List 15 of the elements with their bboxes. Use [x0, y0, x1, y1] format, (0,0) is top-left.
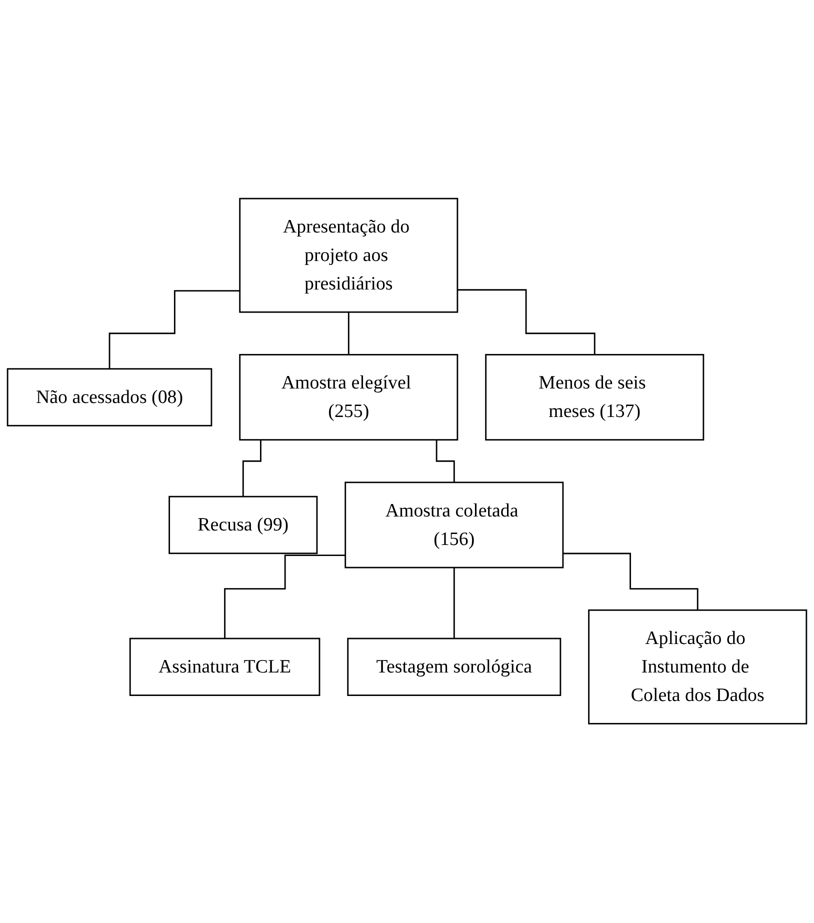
node-box: Assinatura TCLE — [129, 638, 320, 696]
connector — [453, 567, 455, 640]
connector — [348, 312, 350, 356]
node-box: Não acessados (08) — [6, 368, 212, 427]
node-box: Amostra elegível (255) — [239, 354, 458, 441]
connector — [224, 554, 346, 640]
connector — [562, 553, 698, 612]
connector — [457, 290, 596, 356]
node-box: Amostra coletada (156) — [344, 482, 564, 569]
node-box: Recusa (99) — [168, 496, 318, 554]
connector — [108, 290, 240, 370]
node-box: Testagem sorológica — [347, 638, 562, 696]
node-box: Apresentação do projeto aos presidiários — [239, 198, 458, 314]
node-box: Aplicação do Instumento de Coleta dos Dados — [588, 610, 808, 725]
node-box: Menos de seis meses (137) — [485, 354, 704, 441]
